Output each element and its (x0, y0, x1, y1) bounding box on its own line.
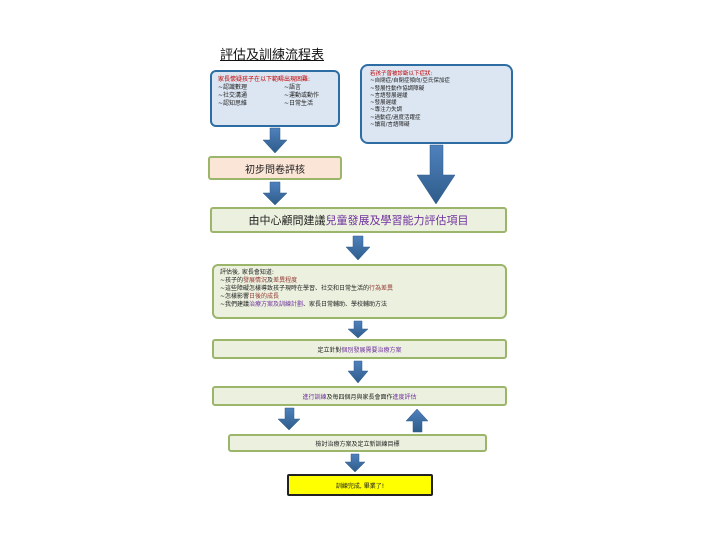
after-evaluation-intro: 評估後, 家長會知道: (220, 269, 274, 276)
down-arrow-icon (347, 320, 369, 339)
page-title: 評估及訓練流程表 (220, 48, 325, 63)
highlight-text: 個別發展需要治療方案 (341, 346, 402, 354)
text: 及 (267, 277, 274, 284)
highlight-text: 日後的成長 (249, 293, 280, 300)
text: 及每四個月與家長會面作 (326, 393, 393, 401)
parent-concern-box: 家長懷疑孩子在以下範疇出現困難: ~認識數理 ~語言 ~社交溝通 ~運動或動作 … (210, 70, 340, 127)
main-assessment-highlight: 兒童發展及學習能力評估項目 (325, 214, 469, 227)
parent-concern-list: ~認識數理 ~語言 ~社交溝通 ~運動或動作 ~認知思維 ~日常生活 (218, 84, 332, 108)
diagnosis-heading: 若孩子曾被診斷以下症狀: (370, 71, 433, 77)
list-item: ~讀寫/言語障礙 (370, 122, 410, 129)
up-arrow-icon (405, 408, 429, 433)
highlight-text: 行為差異 (369, 285, 394, 292)
list-item: ~我們建議治療方案及訓練計劃、家長日常輔助、學校輔助方法 (220, 301, 499, 309)
list-item: ~日常生活 (284, 100, 314, 107)
training-box: 進行訓練及每四個月與家長會面作進度評估 (212, 386, 507, 406)
main-assessment-box: 由中心顧問建議兒童發展及學習能力評估項目 (210, 207, 507, 233)
down-arrow-icon (262, 181, 288, 206)
highlight-text: 治療方案及訓練計劃 (249, 301, 304, 308)
list-item: ~社交溝通 (218, 92, 248, 99)
main-assessment-prefix: 由中心顧問建議 (248, 214, 326, 227)
list-item: ~發展遲緩 (370, 100, 397, 107)
highlight-text: 發展情況 (243, 277, 268, 284)
highlight-text: 進度評估 (392, 393, 417, 401)
down-arrow-icon (262, 127, 288, 154)
parent-concern-heading: 家長懷疑孩子在以下範疇出現困難: (218, 76, 311, 83)
list-item: ~自閉症/自閉症傾向/亞氏保加症 (370, 78, 450, 85)
after-evaluation-box: 評估後, 家長會知道: ~孩子的發展情況及差異程度 ~這些障礙怎樣導致孩子現時在… (212, 264, 507, 319)
highlight-text: 差異程度 (273, 277, 298, 284)
text: ~我們建議 (220, 301, 250, 308)
text: ~這些障礙怎樣導致孩子現時在學習、社交和日常生活的 (220, 285, 370, 292)
list-item: ~認知思維 (218, 100, 248, 107)
list-item: ~孩子的發展情況及差異程度 (220, 277, 499, 285)
text: ~怎樣影響 (220, 293, 250, 300)
down-arrow-icon (416, 144, 456, 205)
list-item: ~專注力失調 (370, 107, 403, 114)
list-item: ~發展性動作協調障礙 (370, 85, 425, 92)
list-item: ~言語發展遲緩 (370, 92, 408, 99)
text: 定立針對 (317, 346, 342, 354)
down-arrow-icon (347, 360, 369, 384)
text: ~孩子的 (220, 277, 244, 284)
preliminary-assessment-box: 初步問卷評核 (208, 156, 342, 180)
list-item: ~運動或動作 (284, 92, 320, 99)
list-item: ~怎樣影響日後的成長 (220, 293, 499, 301)
list-item: ~認識數理 (218, 84, 248, 91)
down-arrow-icon (345, 235, 371, 261)
review-box: 檢討治療方案及定立新訓練目標 (228, 434, 487, 452)
list-item: ~語言 (284, 84, 302, 91)
down-arrow-icon (344, 453, 366, 473)
treatment-plan-box: 定立針對個別發展需要治療方案 (212, 339, 507, 359)
down-arrow-icon (277, 407, 301, 431)
list-item: ~過動症/過度活躍症 (370, 114, 421, 121)
graduation-box: 訓練完成, 畢業了! (287, 474, 433, 496)
list-item: ~這些障礙怎樣導致孩子現時在學習、社交和日常生活的行為差異 (220, 285, 499, 293)
diagnosis-box: 若孩子曾被診斷以下症狀: ~自閉症/自閉症傾向/亞氏保加症 ~發展性動作協調障礙… (360, 64, 513, 144)
highlight-text: 進行訓練 (302, 393, 327, 401)
text: 、家長日常輔助、學校輔助方法 (303, 301, 388, 308)
